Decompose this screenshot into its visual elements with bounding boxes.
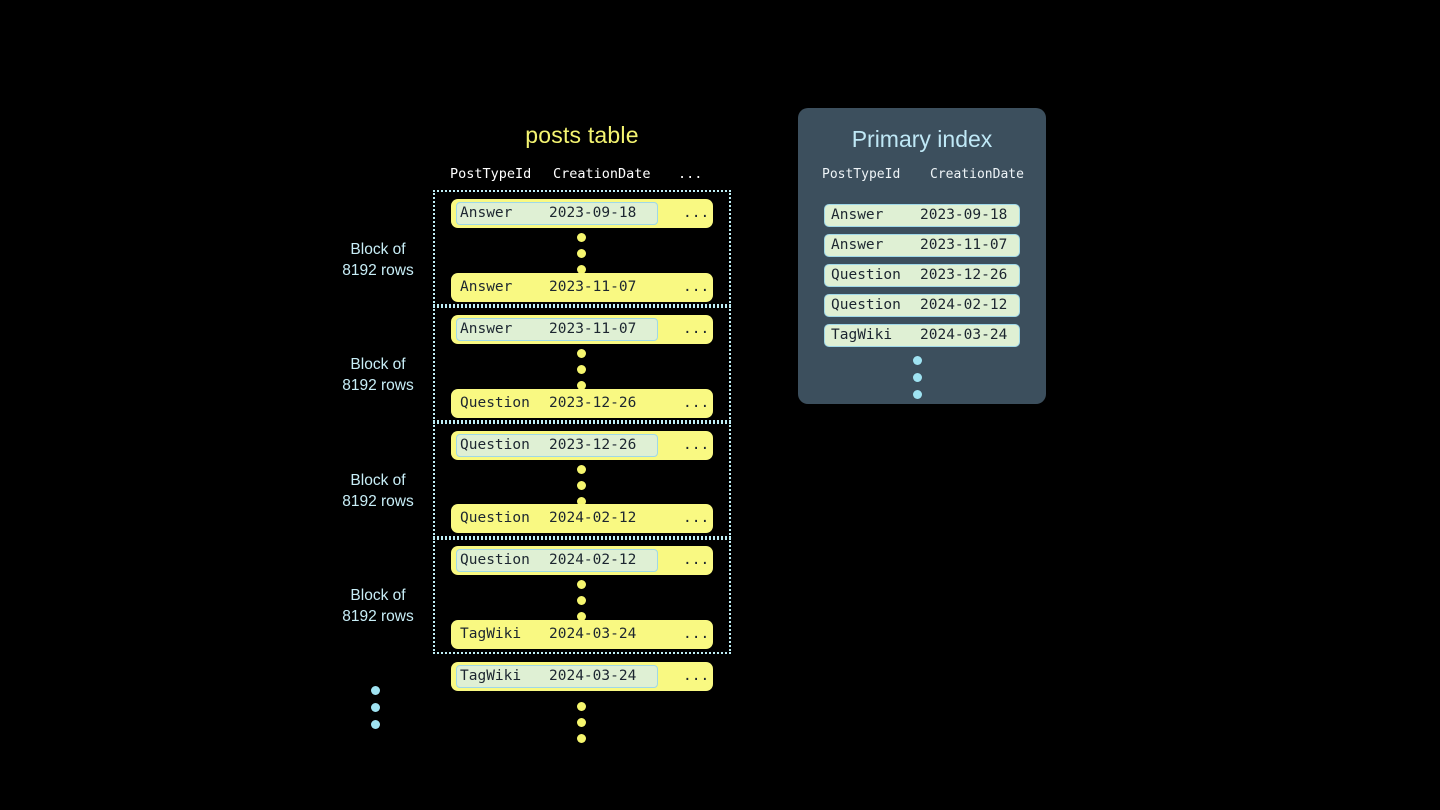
cell-posttypeid: Question xyxy=(460,395,530,411)
cell-creationdate: 2024-02-12 xyxy=(549,510,637,526)
cell-creationdate: 2024-03-24 xyxy=(549,668,637,684)
row-highlight xyxy=(456,202,658,225)
index-cell-posttypeid: Question xyxy=(831,267,901,283)
column-header-posttypeid: PostTypeId xyxy=(450,166,532,182)
block-3-label-line2: 8192 rows xyxy=(342,493,414,510)
index-cell-creationdate: 2024-03-24 xyxy=(920,327,1008,343)
block-4-label: Block of 8192 rows xyxy=(313,585,443,627)
block-1 xyxy=(433,190,731,306)
posts-table-title: posts table xyxy=(525,122,639,148)
block-4 xyxy=(433,538,731,654)
cell-more: ... xyxy=(683,552,710,568)
row-ellipsis-dots xyxy=(577,465,586,506)
cell-posttypeid: Answer xyxy=(460,279,513,295)
index-entry: Question 2024-02-12 xyxy=(824,294,1020,317)
primary-index-panel: Primary index PostTypeId CreationDate An… xyxy=(798,108,1046,404)
index-column-header-creationdate: CreationDate xyxy=(930,167,1024,182)
table-row: Question 2023-12-26 ... xyxy=(451,389,713,418)
cell-creationdate: 2023-12-26 xyxy=(549,395,637,411)
cell-posttypeid: Question xyxy=(460,552,530,568)
cell-creationdate: 2023-12-26 xyxy=(549,437,637,453)
block-4-label-line2: 8192 rows xyxy=(342,608,414,625)
index-entry: TagWiki 2024-03-24 xyxy=(824,324,1020,347)
primary-index-column-headers: PostTypeId CreationDate xyxy=(822,167,1032,185)
block-2 xyxy=(433,306,731,422)
index-entry: Answer 2023-09-18 xyxy=(824,204,1020,227)
row-ellipsis-dots xyxy=(577,233,586,274)
cell-posttypeid: TagWiki xyxy=(460,626,522,642)
cell-more: ... xyxy=(683,626,710,642)
table-continues-dots xyxy=(577,702,586,743)
cell-posttypeid: Question xyxy=(460,437,530,453)
table-row: TagWiki 2024-03-24 ... xyxy=(451,620,713,649)
index-column-header-posttypeid: PostTypeId xyxy=(822,167,901,182)
cell-posttypeid: TagWiki xyxy=(460,668,522,684)
cell-more: ... xyxy=(683,437,710,453)
block-3-label: Block of 8192 rows xyxy=(313,470,443,512)
table-row: Question 2024-02-12 ... xyxy=(451,504,713,533)
cell-more: ... xyxy=(683,321,710,337)
row-highlight xyxy=(456,549,658,572)
block-2-label: Block of 8192 rows xyxy=(313,354,443,396)
row-ellipsis-dots xyxy=(577,349,586,390)
cell-creationdate: 2024-02-12 xyxy=(549,552,637,568)
block-1-label: Block of 8192 rows xyxy=(313,239,443,281)
cell-more: ... xyxy=(683,668,710,684)
block-2-label-line1: Block of xyxy=(350,356,406,373)
block-3 xyxy=(433,422,731,538)
cell-creationdate: 2024-03-24 xyxy=(549,626,637,642)
column-header-more: ... xyxy=(678,166,703,182)
cell-more: ... xyxy=(683,395,710,411)
cell-posttypeid: Answer xyxy=(460,321,513,337)
cell-creationdate: 2023-11-07 xyxy=(549,321,637,337)
table-row: TagWiki 2024-03-24 ... xyxy=(451,662,713,691)
index-cell-posttypeid: Answer xyxy=(831,207,884,223)
blocks-continue-dots xyxy=(371,686,380,729)
table-row: Answer 2023-11-07 ... xyxy=(451,315,713,344)
index-entry: Answer 2023-11-07 xyxy=(824,234,1020,257)
index-continues-dots xyxy=(913,356,922,399)
index-cell-creationdate: 2023-12-26 xyxy=(920,267,1008,283)
table-row: Answer 2023-09-18 ... xyxy=(451,199,713,228)
block-1-label-line2: 8192 rows xyxy=(342,262,414,279)
index-cell-posttypeid: Question xyxy=(831,297,901,313)
primary-index-title: Primary index xyxy=(851,126,993,152)
column-header-creationdate: CreationDate xyxy=(553,166,651,182)
table-row: Question 2024-02-12 ... xyxy=(451,546,713,575)
row-ellipsis-dots xyxy=(577,580,586,621)
block-1-label-line1: Block of xyxy=(350,241,406,258)
index-cell-posttypeid: TagWiki xyxy=(831,327,893,343)
index-cell-creationdate: 2023-09-18 xyxy=(920,207,1008,223)
table-row: Question 2023-12-26 ... xyxy=(451,431,713,460)
block-2-label-line2: 8192 rows xyxy=(342,377,414,394)
index-cell-posttypeid: Answer xyxy=(831,237,884,253)
cell-more: ... xyxy=(683,279,710,295)
row-highlight xyxy=(456,665,658,688)
cell-posttypeid: Answer xyxy=(460,205,513,221)
posts-table-column-headers: PostTypeId CreationDate ... xyxy=(450,166,712,184)
index-cell-creationdate: 2023-11-07 xyxy=(920,237,1008,253)
block-4-label-line1: Block of xyxy=(350,587,406,604)
block-3-label-line1: Block of xyxy=(350,472,406,489)
cell-creationdate: 2023-11-07 xyxy=(549,279,637,295)
cell-more: ... xyxy=(683,510,710,526)
index-cell-creationdate: 2024-02-12 xyxy=(920,297,1008,313)
row-highlight xyxy=(456,318,658,341)
index-entry: Question 2023-12-26 xyxy=(824,264,1020,287)
cell-creationdate: 2023-09-18 xyxy=(549,205,637,221)
cell-posttypeid: Question xyxy=(460,510,530,526)
table-row: Answer 2023-11-07 ... xyxy=(451,273,713,302)
cell-more: ... xyxy=(683,205,710,221)
row-highlight xyxy=(456,434,658,457)
